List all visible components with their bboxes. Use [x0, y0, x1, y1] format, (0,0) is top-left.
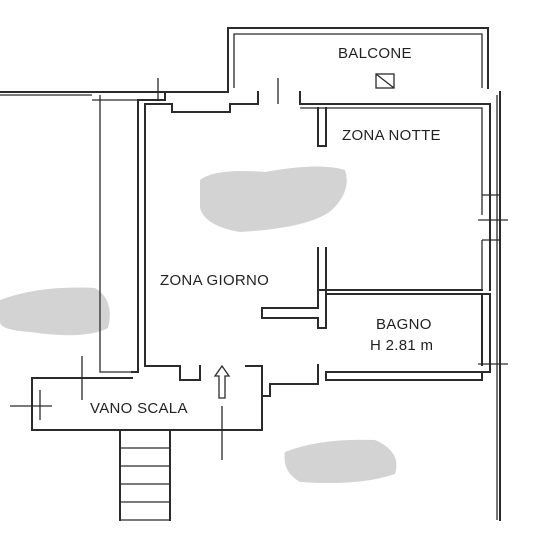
room-label-zona-giorno: ZONA GIORNO: [160, 272, 269, 289]
balcony: [227, 27, 489, 93]
outer-walls: [0, 91, 501, 521]
balcony-box: [375, 73, 395, 89]
apartment-walls: [92, 78, 508, 397]
stairwell: [10, 95, 263, 521]
entrance-arrow-icon: [213, 364, 231, 399]
stair-treads: [119, 429, 171, 521]
room-label-bagno: BAGNO: [376, 316, 432, 333]
smudge-bottom: [284, 439, 397, 483]
redaction-smudges: [0, 166, 397, 483]
room-label-vano-scala: VANO SCALA: [90, 400, 188, 417]
room-label-balcone: BALCONE: [338, 45, 412, 62]
room-label-bagno-height: H 2.81 m: [370, 337, 433, 354]
room-label-zona-notte: ZONA NOTTE: [342, 127, 441, 144]
room-labels: BALCONE ZONA NOTTE ZONA GIORNO BAGNO H 2…: [90, 45, 441, 417]
smudge-zona-giorno: [200, 166, 347, 232]
smudge-left: [0, 287, 110, 336]
